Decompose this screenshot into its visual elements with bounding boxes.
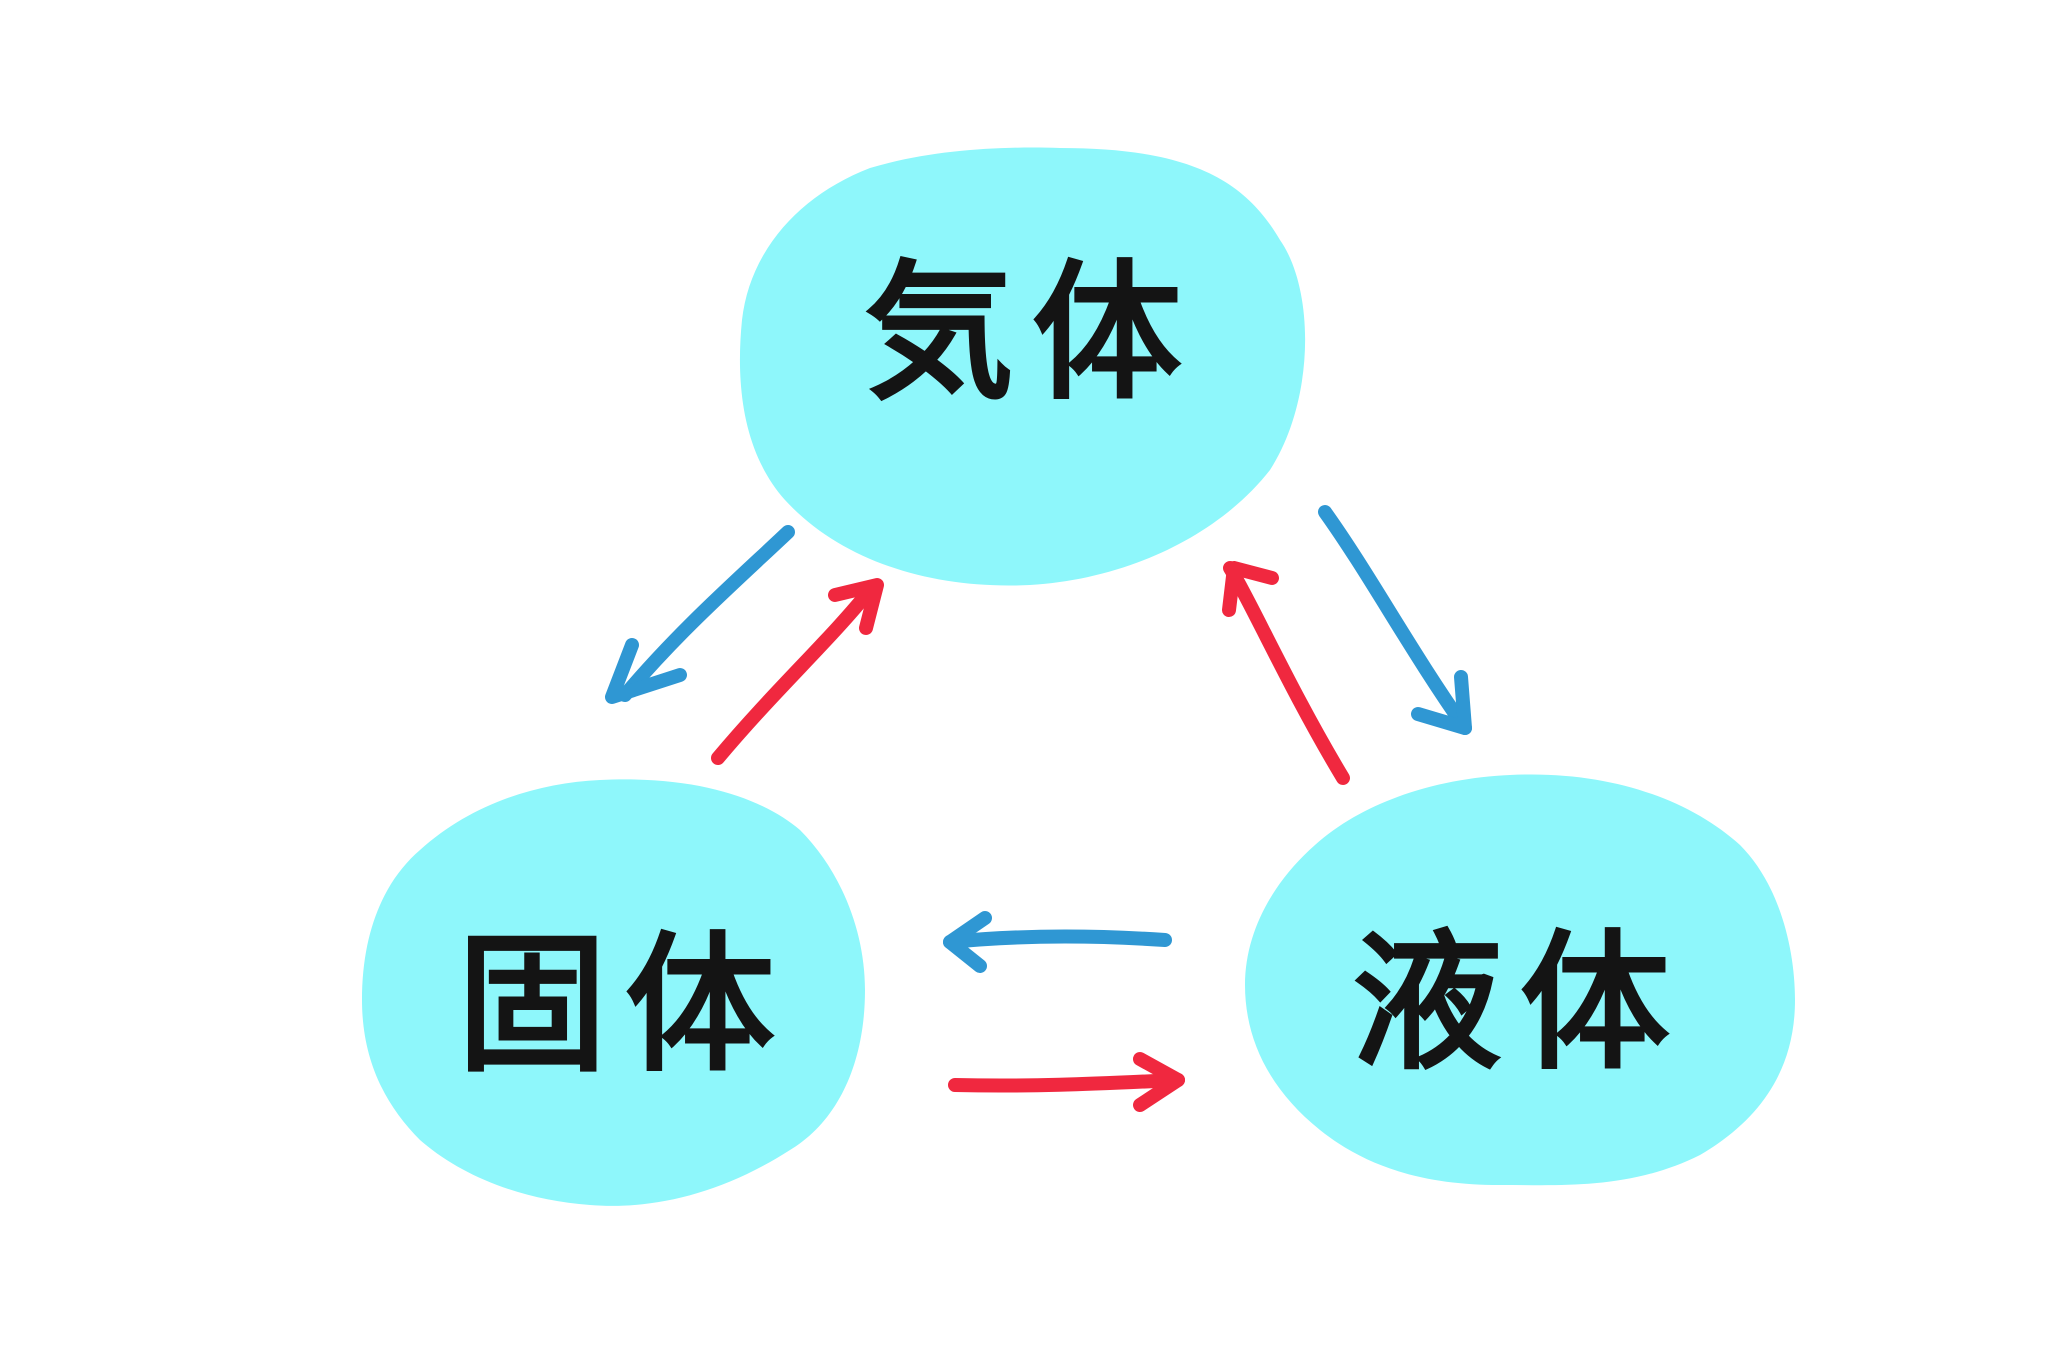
arrow-gas-to-liquid-shaft bbox=[1318, 505, 1472, 735]
liquid-blob bbox=[1245, 774, 1795, 1186]
arrow-liquid-to-gas bbox=[1222, 561, 1350, 785]
liquid-node: 液体 bbox=[1245, 774, 1795, 1186]
arrow-solid-to-liquid-shaft bbox=[948, 1073, 1185, 1093]
gas-node: 気体 bbox=[739, 147, 1306, 586]
solid-node: 固体 bbox=[362, 779, 865, 1206]
arrow-gas-to-solid-head bbox=[605, 638, 687, 704]
gas-label: 気体 bbox=[864, 247, 1200, 421]
arrow-liquid-to-gas-head bbox=[1222, 561, 1279, 617]
arrow-liquid-to-solid-head bbox=[943, 911, 992, 973]
arrow-liquid-to-solid bbox=[943, 911, 1172, 973]
solid-label: 固体 bbox=[457, 919, 793, 1093]
arrow-gas-to-solid-shaft bbox=[618, 525, 795, 702]
arrow-gas-to-liquid-head bbox=[1411, 670, 1472, 735]
arrow-solid-to-gas-head bbox=[828, 578, 884, 635]
arrow-gas-to-solid bbox=[605, 525, 795, 704]
solid-blob bbox=[362, 779, 865, 1206]
arrow-solid-to-liquid-head bbox=[1133, 1052, 1185, 1112]
arrow-solid-to-gas-shaft bbox=[711, 583, 877, 765]
arrow-liquid-to-gas-shaft bbox=[1223, 561, 1350, 785]
arrow-solid-to-gas bbox=[711, 578, 884, 765]
arrow-liquid-to-solid-shaft bbox=[943, 929, 1172, 949]
arrow-solid-to-liquid bbox=[948, 1052, 1185, 1112]
arrow-gas-to-liquid bbox=[1318, 505, 1472, 735]
liquid-label: 液体 bbox=[1352, 917, 1688, 1091]
gas-blob bbox=[739, 147, 1306, 586]
